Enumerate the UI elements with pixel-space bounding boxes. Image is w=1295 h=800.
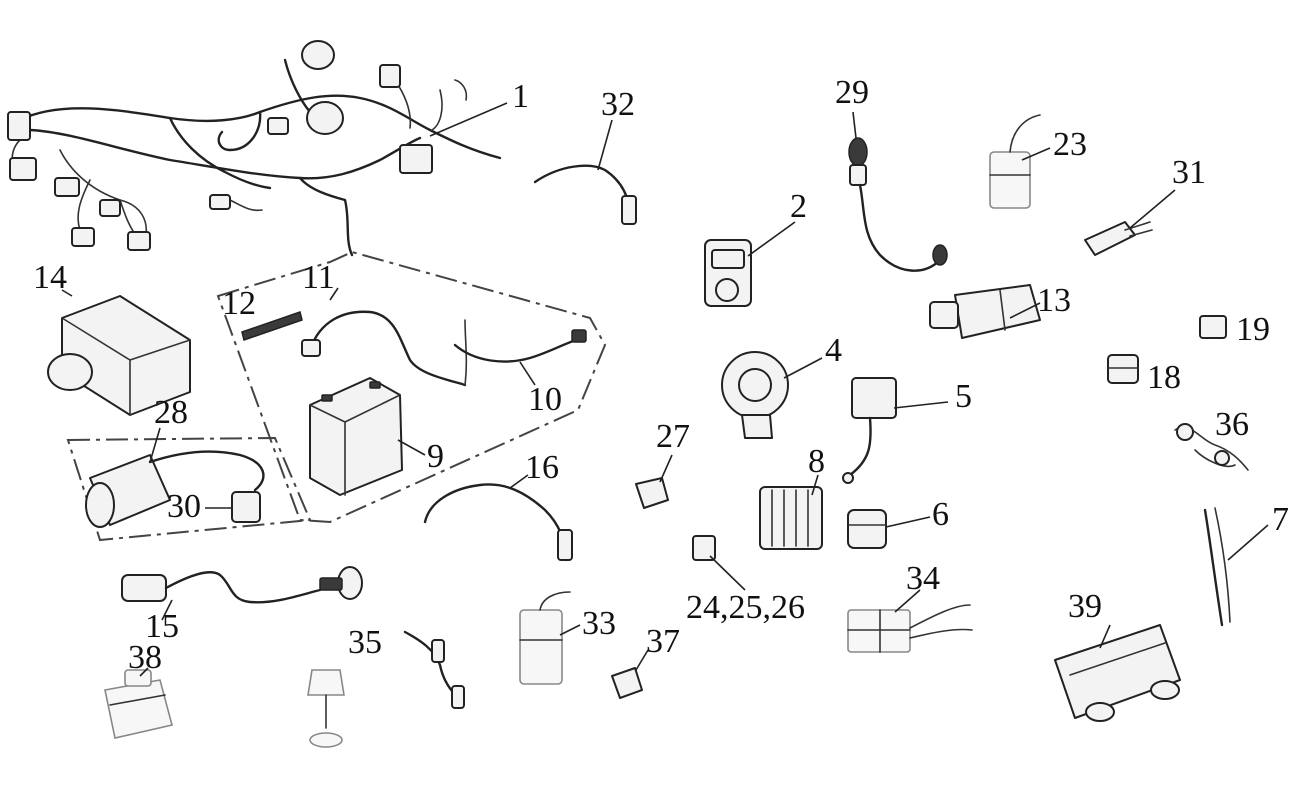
part-10-battery-cable [453,329,587,363]
callout-18: 18 [1147,359,1181,396]
callout-10: 10 [528,381,562,418]
callout-24-25-26: 24,25,26 [686,589,805,626]
part-39-fuse-box [1054,624,1181,722]
callout-8: 8 [808,443,825,480]
part-32-cable [533,164,637,225]
part-7-strip [1203,507,1231,627]
part-24-25-26-fuse [692,535,716,561]
callout-12: 12 [222,285,256,322]
part-16-cable [423,483,573,562]
callout-30: 30 [167,488,201,525]
callout-14: 14 [33,259,67,296]
part-8-regulator [759,486,823,550]
callout-27: 27 [656,418,690,455]
part-35-sensor-wire [403,630,465,709]
part-27-relay [635,477,669,509]
callout-6: 6 [932,496,949,533]
part-4-horn [721,351,789,439]
part-14-cdi-unit [47,295,191,416]
part-33-relay [519,591,571,685]
callout-23: 23 [1053,126,1087,163]
part-38-relay [104,669,173,739]
callout-33: 33 [582,605,616,642]
callout-1: 1 [512,78,529,115]
callout-7: 7 [1272,501,1289,538]
callout-28: 28 [154,394,188,431]
callout-2: 2 [790,188,807,225]
callout-32: 32 [601,86,635,123]
part-34-relay-box [847,604,973,653]
part-6-relay [847,509,887,549]
callout-29: 29 [835,74,869,111]
callout-13: 13 [1037,282,1071,319]
part-30-connector [231,491,261,523]
part-5-relay [842,377,897,484]
part-28-starter-motor [85,450,265,528]
callout-34: 34 [906,560,940,597]
part-13-ignition-coil [929,284,1041,339]
callout-31: 31 [1172,154,1206,191]
callout-11: 11 [302,259,335,296]
part-11-battery-cable [301,310,468,387]
part-31-connector [1084,221,1153,256]
callout-16: 16 [525,449,559,486]
part-36-cable-bundle [1174,423,1249,471]
callout-39: 39 [1068,588,1102,625]
part-15-spark-plug-cable [121,566,363,604]
part-2-switch [704,239,752,307]
part-1-wiring-harness [7,40,502,257]
part-23-relay [989,114,1041,209]
part-19-connector [1199,315,1227,339]
callout-15: 15 [145,608,179,645]
callout-19: 19 [1236,311,1270,348]
callout-5: 5 [955,378,972,415]
part-12-fuse-strip [241,311,303,341]
callout-36: 36 [1215,406,1249,443]
part-35-sensor-stand [307,669,345,748]
callout-9: 9 [427,438,444,475]
callout-35: 35 [348,624,382,661]
part-18-connector [1107,354,1139,384]
callout-4: 4 [825,332,842,369]
part-9-battery [309,377,403,496]
part-29-sensor [848,137,948,272]
callout-38: 38 [128,639,162,676]
part-37-relay [611,667,643,699]
callout-37: 37 [646,623,680,660]
